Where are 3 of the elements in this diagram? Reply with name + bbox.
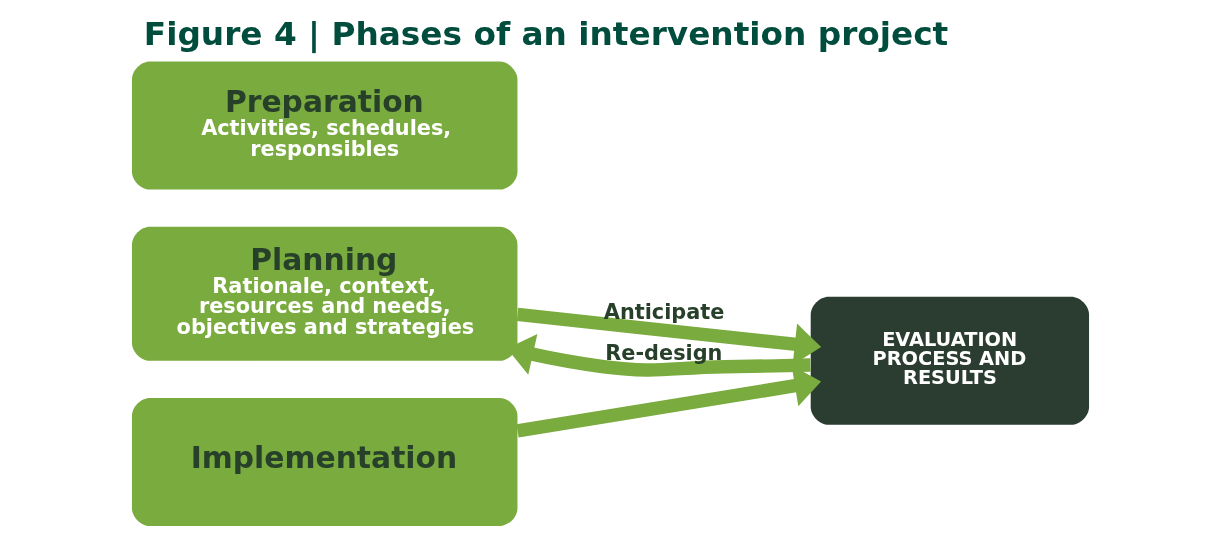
edge-label: Anticipate (603, 300, 725, 325)
diagram-title: Figure 4 | Phases of an intervention project (143, 14, 949, 53)
edge-label: Re-design (605, 340, 723, 365)
